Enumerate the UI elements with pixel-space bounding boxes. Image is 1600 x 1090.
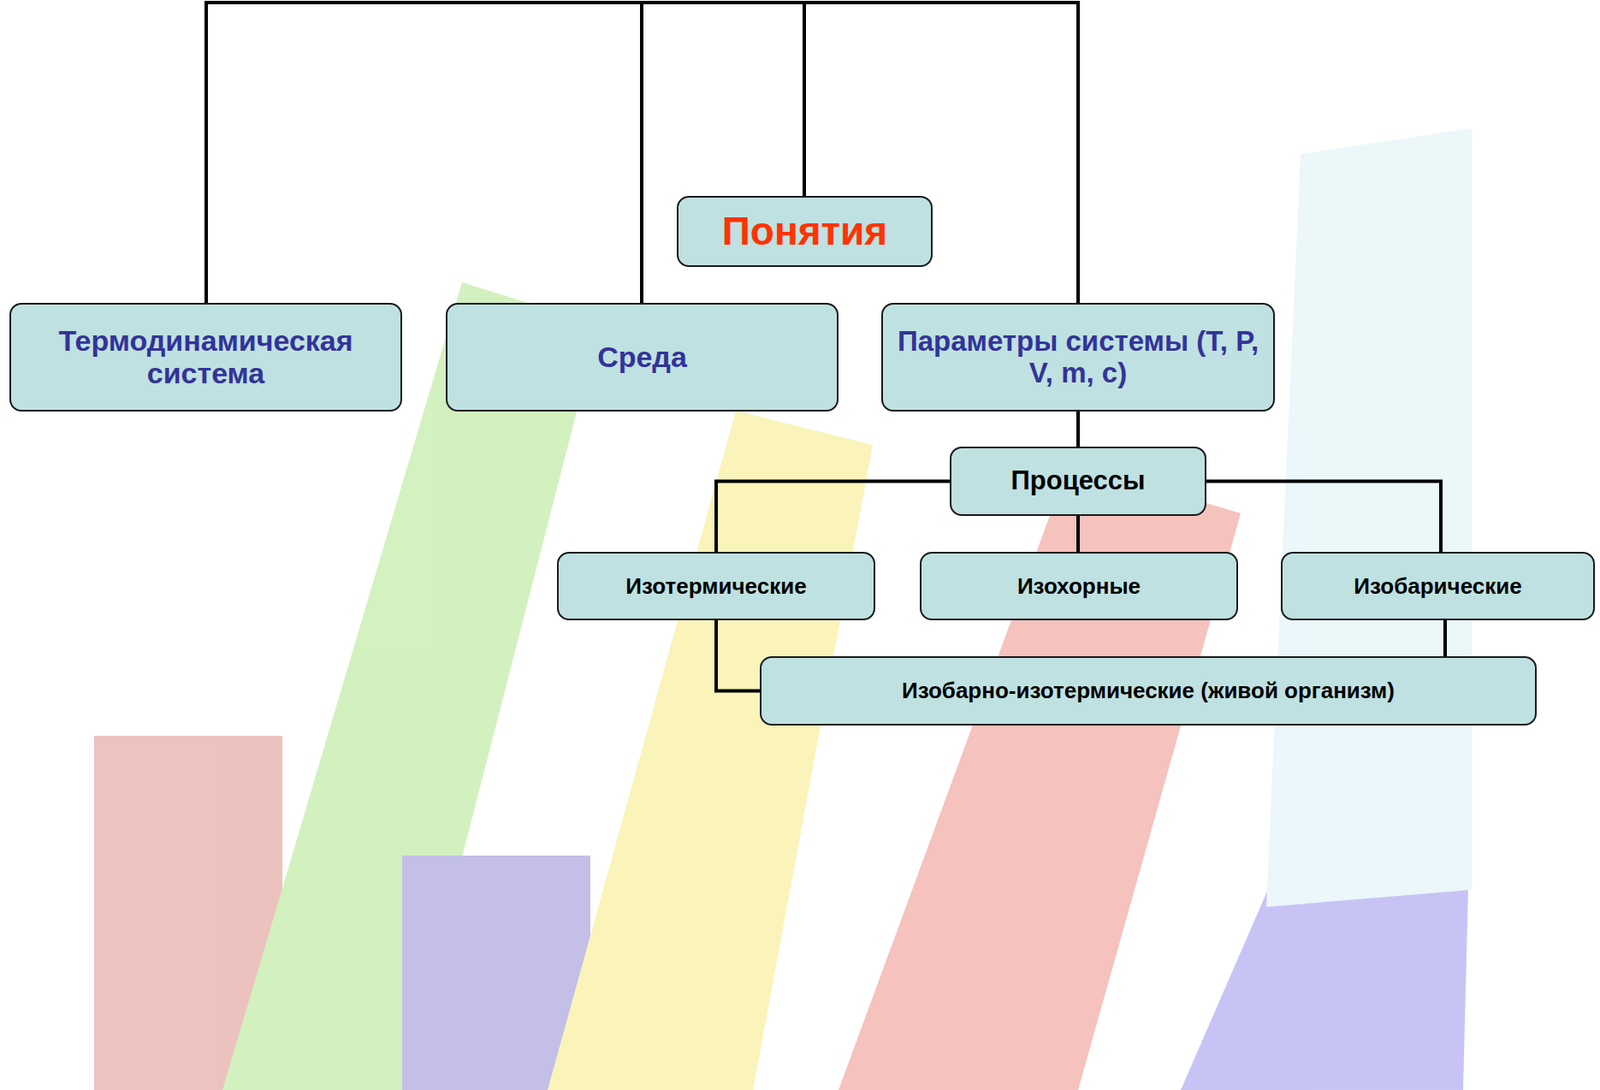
connector-line <box>716 620 760 692</box>
concept-box: Термодинамическая система <box>9 302 403 412</box>
connector-line <box>716 481 950 553</box>
node-label: Среда <box>597 341 688 374</box>
node-label: Параметры системы (T, P, V, m, c) <box>893 325 1263 389</box>
process-type-box: Изобарические <box>1280 551 1595 621</box>
connector-line <box>1076 411 1080 447</box>
process-box: Процессы <box>949 446 1207 516</box>
concept-box: Параметры системы (T, P, V, m, c) <box>881 302 1275 412</box>
process-type-box: Изохорные <box>919 551 1239 621</box>
node-label: Понятия <box>722 209 888 254</box>
concept-box: Среда <box>445 302 839 412</box>
node-label: Процессы <box>1011 466 1146 496</box>
root-box: Понятия <box>676 195 933 267</box>
process-type-box: Изобарно-изотермические (живой организм) <box>759 656 1537 726</box>
node-label: Изохорные <box>1017 574 1141 599</box>
connector-line <box>1206 481 1441 553</box>
tube-red <box>838 462 1241 1090</box>
node-label: Термодинамическая система <box>21 325 391 390</box>
node-label: Изобарно-изотермические (живой организм) <box>901 678 1395 704</box>
connector-line <box>1443 620 1447 657</box>
connector-line <box>1076 515 1080 552</box>
process-type-box: Изотермические <box>557 551 876 621</box>
node-label: Изобарические <box>1353 574 1522 599</box>
tube-yellow <box>547 410 873 1090</box>
node-label: Изотермические <box>625 574 806 599</box>
